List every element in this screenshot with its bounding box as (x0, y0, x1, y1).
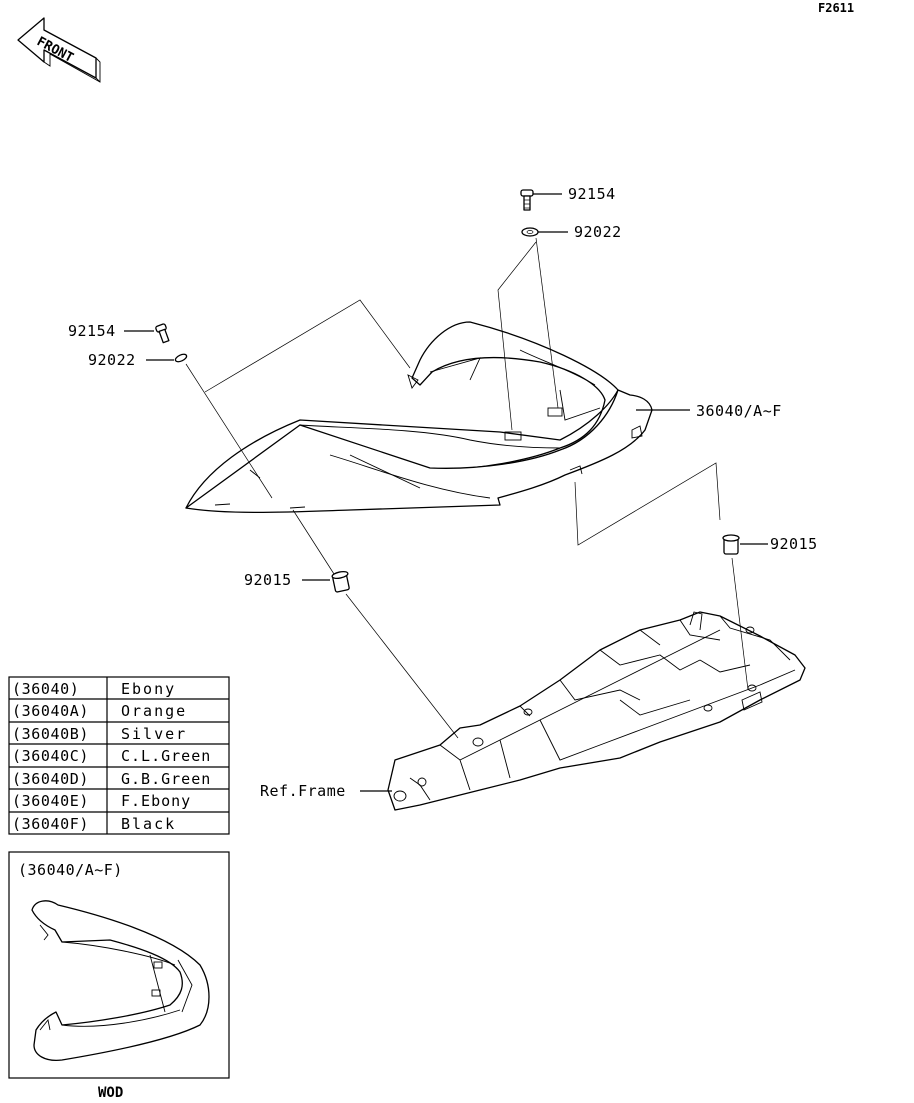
grommet-right (722, 534, 740, 555)
table-color: C.L.Green (121, 747, 211, 765)
table-color: G.B.Green (121, 770, 211, 788)
inset-box: (36040/A~F) WOD (8, 851, 230, 1101)
table-code: (36040C) (12, 747, 89, 765)
frame (387, 611, 806, 811)
table-code: (36040B) (12, 725, 89, 743)
callout-grommet-right: 92015 (770, 535, 818, 553)
callout-bolt-left: 92154 (68, 322, 116, 340)
callout-washer-top: 92022 (574, 223, 622, 241)
washer-top (521, 227, 539, 237)
inset-caption: WOD (98, 1085, 123, 1101)
table-code: (36040D) (12, 770, 89, 788)
bolt-left (155, 323, 170, 344)
color-table: (36040) Ebony (36040A) Orange (36040B) S… (8, 676, 230, 835)
washer-left (174, 353, 188, 363)
front-arrow-icon: FRONT (17, 17, 101, 83)
bolt-top (520, 189, 534, 211)
callout-grommet-left: 92015 (244, 571, 292, 589)
table-code: (36040) (12, 680, 79, 698)
table-color: Ebony (121, 680, 176, 698)
table-code: (36040A) (12, 702, 89, 720)
table-code: (36040E) (12, 792, 89, 810)
callout-cover: 36040/A~F (696, 402, 782, 420)
inset-title: (36040/A~F) (18, 861, 123, 879)
figure-code: F2611 (818, 1, 854, 15)
callout-bolt-top: 92154 (568, 185, 616, 203)
table-code: (36040F) (12, 815, 89, 833)
callout-washer-left: 92022 (88, 351, 136, 369)
table-color: Silver (121, 725, 187, 743)
table-color: Orange (121, 702, 187, 720)
grommet-left (331, 570, 350, 593)
callout-frame: Ref.Frame (260, 782, 346, 800)
table-color: Black (121, 815, 176, 833)
inset-seat-cover (31, 900, 210, 1061)
seat-cover (185, 321, 653, 514)
table-color: F.Ebony (121, 792, 191, 810)
